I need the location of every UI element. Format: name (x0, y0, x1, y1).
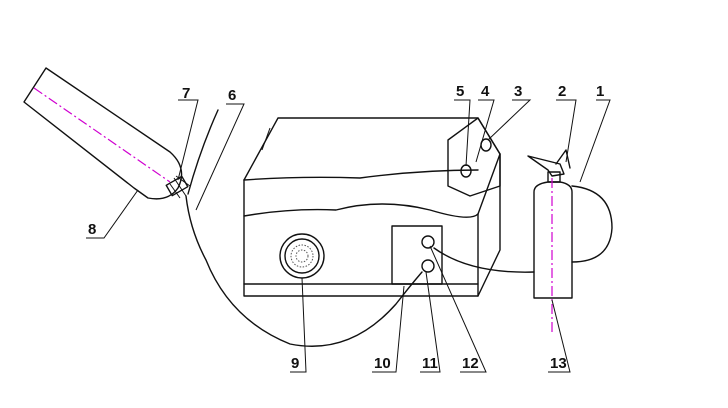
cylinder-valve (165, 175, 191, 199)
label-7: 7 (182, 85, 190, 102)
label-5: 5 (456, 83, 464, 100)
control-panel (391, 225, 443, 285)
label-3: 3 (514, 83, 522, 100)
label-8: 8 (88, 221, 96, 238)
main-equipment-box (243, 117, 501, 297)
pressure-gauge (279, 233, 325, 279)
right-cylinder (527, 149, 573, 332)
label-2: 2 (558, 83, 566, 100)
label-13: 13 (550, 355, 567, 372)
leader-lines (86, 99, 611, 373)
label-12: 12 (462, 355, 479, 372)
label-4: 4 (481, 83, 490, 100)
top-port-5 (460, 164, 472, 178)
hoses (185, 109, 613, 347)
label-9: 9 (291, 355, 299, 372)
left-gas-cylinder (23, 67, 183, 200)
label-1: 1 (596, 83, 604, 100)
label-11: 11 (422, 355, 438, 372)
label-10: 10 (374, 355, 391, 372)
label-6: 6 (228, 87, 236, 104)
